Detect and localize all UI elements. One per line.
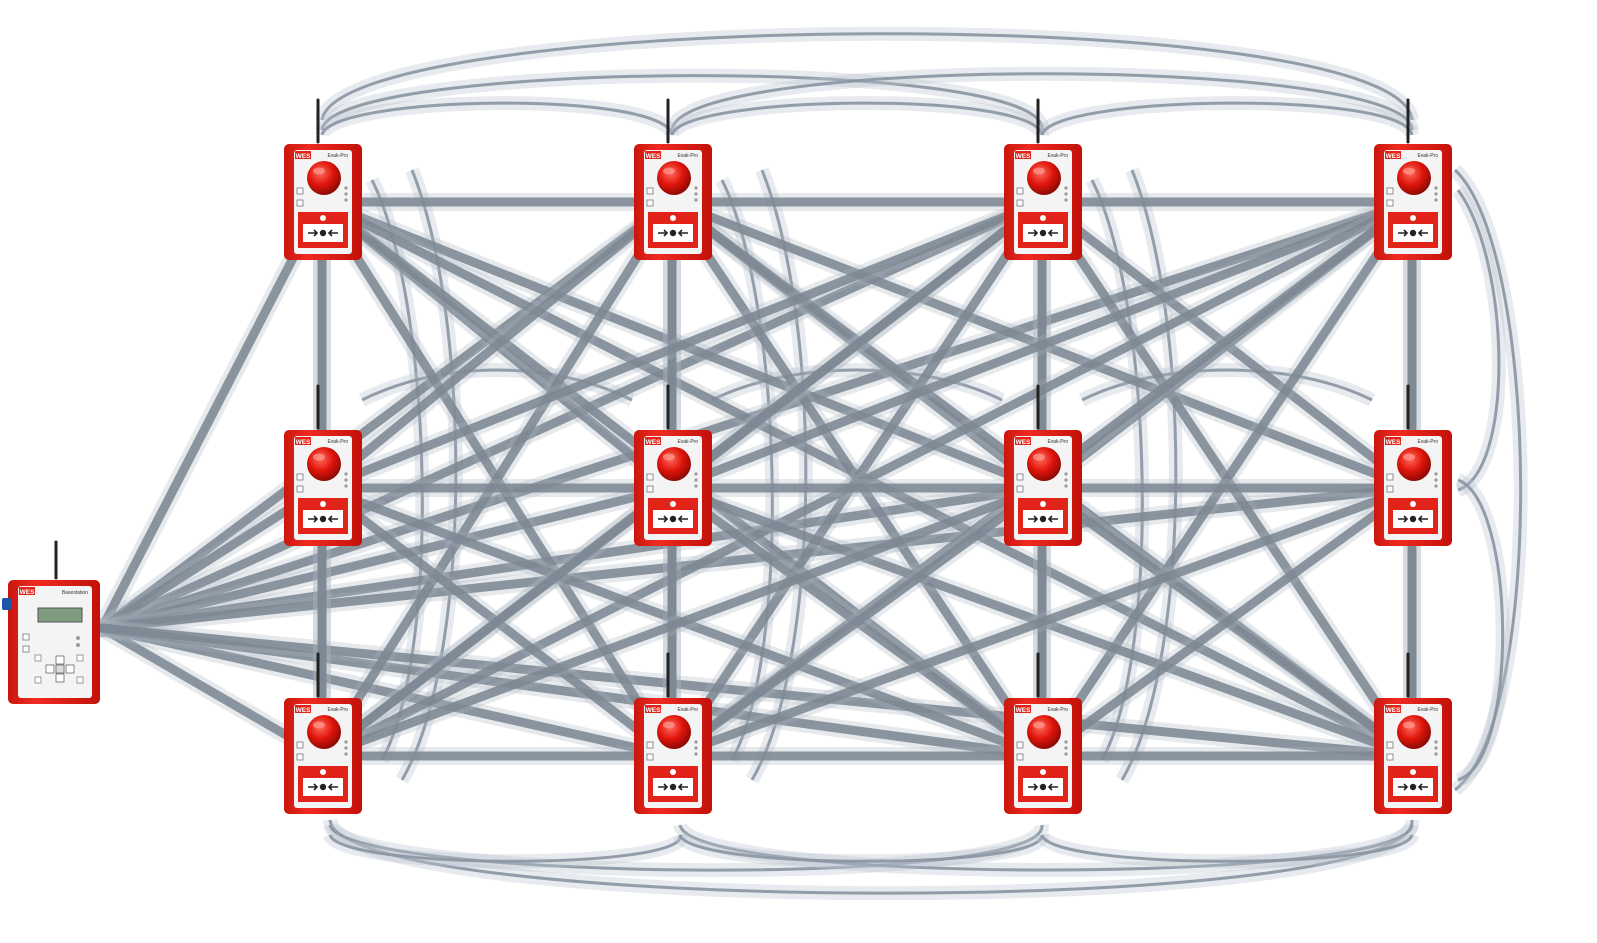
keypad-button-4	[56, 665, 64, 673]
model-label: Evak-Pro	[327, 439, 348, 445]
sounder-beacon-icon	[1397, 715, 1431, 749]
hand-icon	[320, 769, 326, 775]
press-point-icon	[670, 230, 676, 236]
press-point-icon	[1040, 516, 1046, 522]
model-label: Evak-Pro	[1417, 707, 1438, 713]
hand-icon	[320, 501, 326, 507]
brand-logo: WES	[296, 153, 311, 160]
model-label: Evak-Pro	[1047, 707, 1068, 713]
model-label: Evak-Pro	[327, 153, 348, 159]
hand-icon	[1040, 501, 1046, 507]
sounder-beacon-icon	[307, 715, 341, 749]
model-label: Evak-Pro	[677, 707, 698, 713]
sounder-beacon-icon	[307, 161, 341, 195]
hand-icon	[670, 501, 676, 507]
connector-port-icon	[2, 598, 12, 610]
press-point-icon	[1410, 230, 1416, 236]
sounder-beacon-icon	[1397, 161, 1431, 195]
brand-logo: WES	[1386, 439, 1401, 446]
base-station-controller: WES Basestation	[2, 542, 100, 704]
sounder-beacon-icon	[657, 447, 691, 481]
press-point-icon	[1410, 784, 1416, 790]
keypad-button-2	[46, 665, 54, 673]
brand-logo: WES	[1016, 153, 1031, 160]
brand-logo: WES	[1016, 439, 1031, 446]
brand-logo: WES	[646, 439, 661, 446]
press-point-icon	[320, 230, 326, 236]
model-label: Evak-Pro	[1047, 439, 1068, 445]
keypad-button-1	[56, 674, 64, 682]
hand-icon	[1410, 501, 1416, 507]
brand-logo: WES	[646, 707, 661, 714]
model-label: Evak-Pro	[1417, 153, 1438, 159]
model-label: Evak-Pro	[677, 153, 698, 159]
press-point-icon	[670, 784, 676, 790]
keypad-button-0	[56, 656, 64, 664]
brand-logo: WES	[1016, 707, 1031, 714]
sounder-beacon-icon	[1397, 447, 1431, 481]
press-point-icon	[320, 516, 326, 522]
model-label: Basestation	[62, 590, 88, 596]
hand-icon	[1040, 769, 1046, 775]
lcd-display	[38, 608, 82, 622]
press-point-icon	[1040, 230, 1046, 236]
keypad-button-3	[66, 665, 74, 673]
model-label: Evak-Pro	[677, 439, 698, 445]
sounder-beacon-icon	[1027, 715, 1061, 749]
press-point-icon	[320, 784, 326, 790]
model-label: Evak-Pro	[1417, 439, 1438, 445]
sounder-beacon-icon	[1027, 447, 1061, 481]
sounder-beacon-icon	[1027, 161, 1061, 195]
brand-logo: WES	[1386, 153, 1401, 160]
model-label: Evak-Pro	[1047, 153, 1068, 159]
press-point-icon	[670, 516, 676, 522]
hand-icon	[1410, 769, 1416, 775]
brand-logo: WES	[646, 153, 661, 160]
brand-logo: WES	[296, 707, 311, 714]
brand-logo: WES	[296, 439, 311, 446]
model-label: Evak-Pro	[327, 707, 348, 713]
sounder-beacon-icon	[657, 715, 691, 749]
press-point-icon	[1410, 516, 1416, 522]
hand-icon	[670, 215, 676, 221]
hand-icon	[1040, 215, 1046, 221]
hand-icon	[670, 769, 676, 775]
brand-logo: WES	[1386, 707, 1401, 714]
sounder-beacon-icon	[657, 161, 691, 195]
brand-logo: WES	[20, 589, 35, 596]
hand-icon	[320, 215, 326, 221]
hand-icon	[1410, 215, 1416, 221]
press-point-icon	[1040, 784, 1046, 790]
sounder-beacon-icon	[307, 447, 341, 481]
